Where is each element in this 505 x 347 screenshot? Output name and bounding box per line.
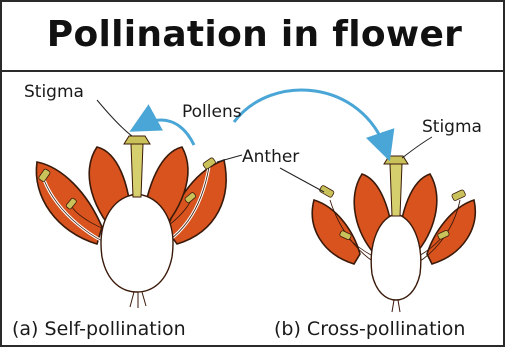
label-stigma-left: Stigma: [24, 82, 84, 102]
pointer-anther-left: [217, 155, 242, 162]
label-anther: Anther: [242, 147, 299, 167]
cross-pollination-arrow: [234, 90, 386, 150]
anther: [319, 185, 335, 198]
pointer-stigma-left: [97, 100, 132, 136]
pointer-stigma-right: [402, 137, 432, 158]
stigma: [384, 156, 408, 164]
caption-self-pollination: (a) Self-pollination: [12, 317, 186, 341]
title-bar: Pollination in flower: [2, 2, 505, 72]
receptacle: [101, 194, 173, 292]
page-title: Pollination in flower: [2, 13, 505, 57]
flower-cross-pollination: [312, 156, 475, 312]
label-stigma-right: Stigma: [422, 117, 482, 137]
pointer-anther-right: [280, 168, 324, 192]
stigma: [124, 136, 150, 144]
anther: [451, 189, 466, 201]
flower-self-pollination: [36, 136, 226, 308]
caption-cross-pollination: (b) Cross-pollination: [274, 317, 465, 341]
petal: [312, 200, 360, 264]
label-pollens: Pollens: [182, 102, 242, 122]
